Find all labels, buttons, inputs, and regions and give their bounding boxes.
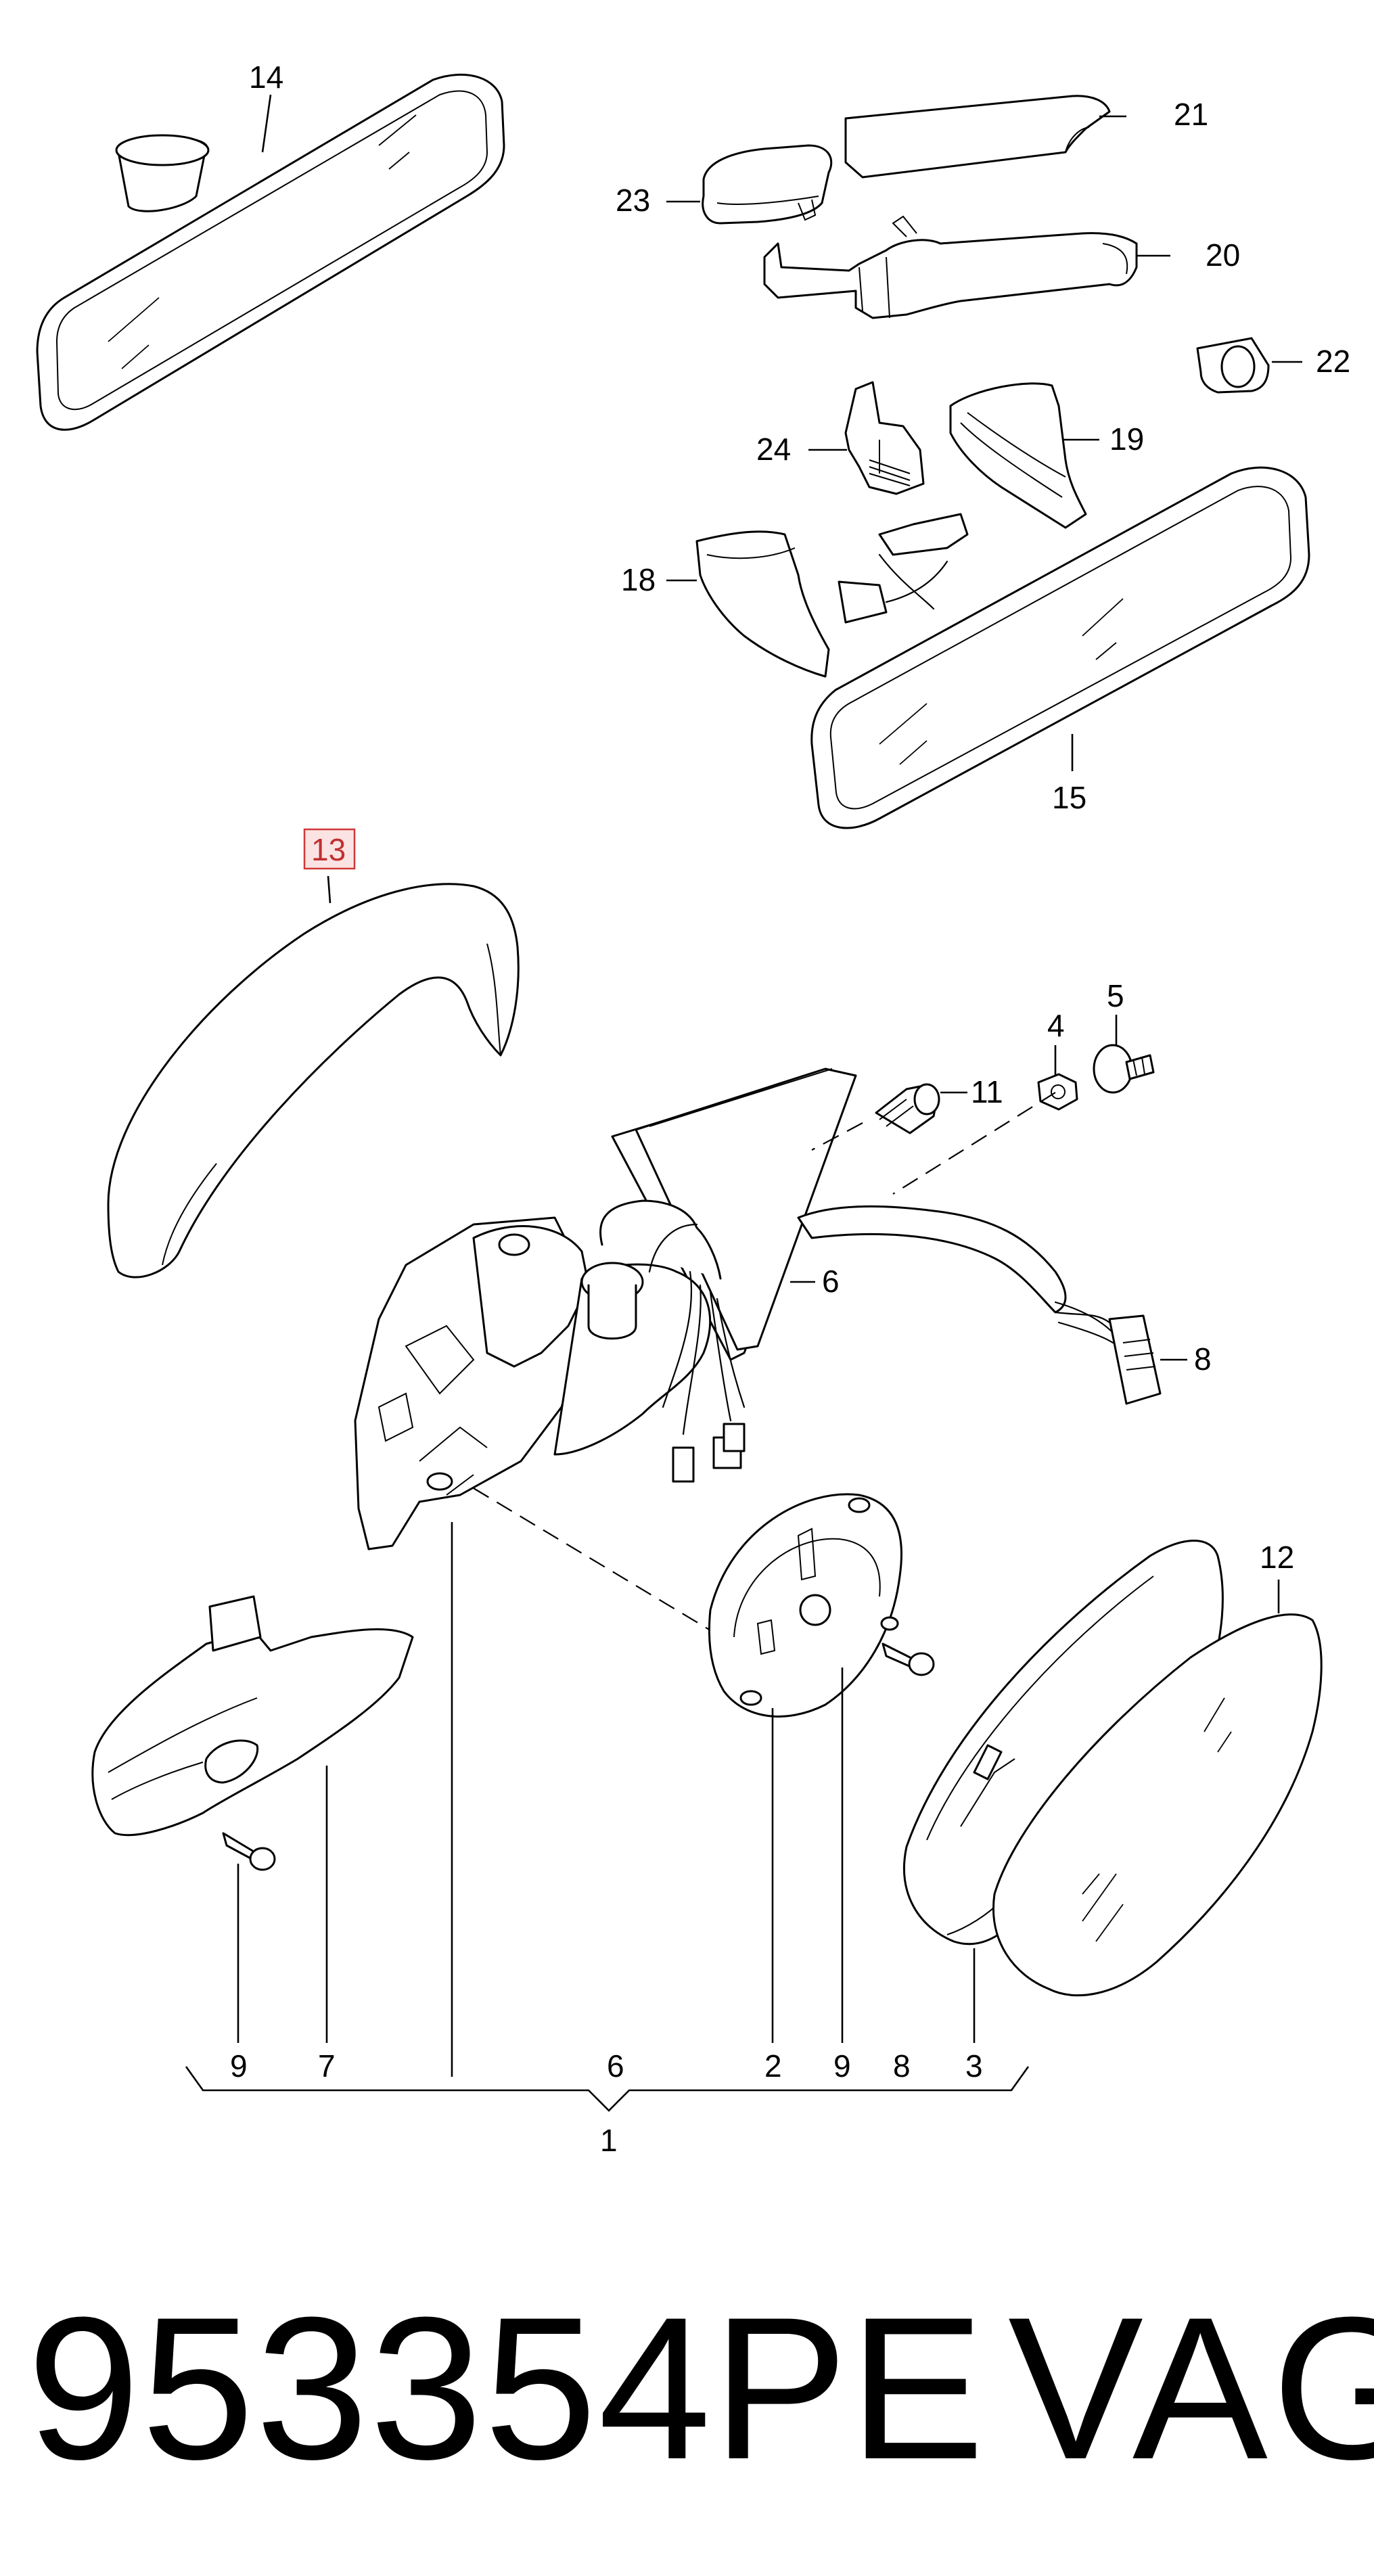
callout-22: 22	[1316, 344, 1350, 379]
part-7-lower-cover	[91, 1595, 414, 1837]
part-19-trim	[949, 382, 1087, 529]
part-1-mirror-base	[354, 1199, 722, 1550]
callout-20: 20	[1206, 237, 1240, 273]
part-9-screw-left	[222, 1832, 276, 1871]
callout-5: 5	[1107, 978, 1124, 1013]
part-12-mirror-glass	[992, 1613, 1323, 1997]
leader-lines	[185, 94, 1302, 2112]
callout-13: 13	[311, 832, 346, 867]
brand-name: VAG	[1008, 2274, 1374, 2502]
mirror-wiring-loom	[648, 1223, 746, 1483]
callout-15: 15	[1052, 780, 1086, 815]
part-3-housing-shell	[903, 1540, 1224, 1946]
part-22-clip	[1196, 337, 1270, 394]
callout-7: 7	[318, 2048, 336, 2084]
part-21-cover	[844, 95, 1111, 179]
callout-18: 18	[621, 562, 656, 597]
callout-6-upper: 6	[822, 1264, 840, 1299]
part-24-connector	[844, 381, 925, 495]
callout-11: 11	[971, 1074, 1003, 1109]
callout-labels: 14 21 23 20 22 24 19 18 15 13 11 4 5 6 8…	[230, 60, 1350, 2158]
callout-21: 21	[1174, 97, 1208, 132]
part-5-bolt	[1093, 1044, 1155, 1094]
callout-1: 1	[600, 2123, 618, 2158]
callout-9-left: 9	[230, 2048, 248, 2084]
part-23-sensor	[702, 144, 833, 225]
callout-6-lower: 6	[607, 2048, 624, 2084]
callout-4: 4	[1047, 1008, 1065, 1043]
callout-13-highlight	[303, 828, 356, 870]
part-13-housing-cap	[107, 883, 520, 1279]
footer: 953354PE VAG	[27, 2274, 1374, 2502]
part-2-adjuster-motor	[708, 1493, 902, 1718]
callout-24: 24	[756, 432, 791, 467]
callout-2: 2	[764, 2048, 782, 2084]
part-4-nut	[1037, 1073, 1078, 1111]
part-number: 953354PE	[27, 2274, 986, 2502]
part-11-screw	[875, 1083, 940, 1134]
part-9-screw-right	[881, 1642, 935, 1676]
callout-8-lower: 8	[893, 2048, 911, 2084]
callout-3: 3	[965, 2048, 983, 2084]
part-15-interior-mirror	[810, 466, 1310, 829]
callout-14: 14	[249, 60, 283, 95]
callout-8-upper: 8	[1194, 1341, 1212, 1377]
assembly-lines	[473, 1092, 1056, 1631]
part-8-cable-and-connector	[797, 1205, 1162, 1405]
part-14-interior-mirror	[36, 73, 505, 431]
part-20-bracket	[763, 215, 1138, 319]
callout-19: 19	[1109, 421, 1144, 457]
callout-9-right: 9	[833, 2048, 851, 2084]
mirror-wiring-harness	[838, 513, 969, 624]
part-18-cover	[695, 530, 830, 678]
callout-23: 23	[616, 183, 650, 218]
callout-12: 12	[1260, 1540, 1294, 1575]
